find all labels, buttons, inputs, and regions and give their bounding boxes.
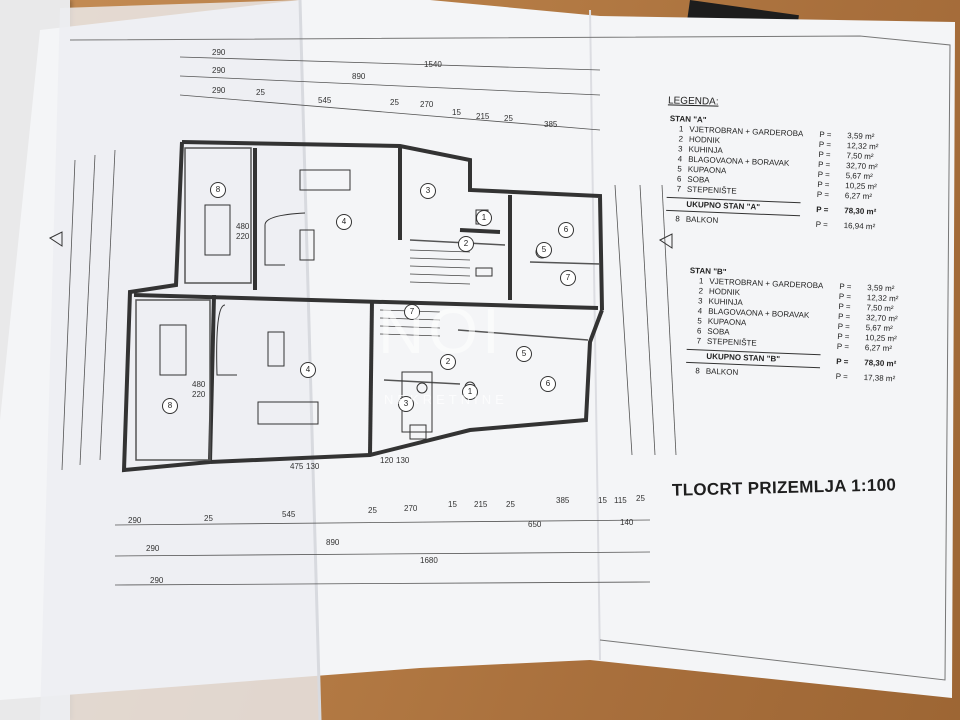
dim-top-3e: 270 [420, 100, 434, 109]
dim-top-3i: 385 [544, 120, 558, 129]
watermark-logo: NOI [378, 295, 504, 367]
dim-bottom-3b: 1680 [420, 556, 438, 565]
room-number: 8 [210, 182, 226, 198]
room-number: 1 [476, 210, 492, 226]
dim-top-3b: 25 [256, 88, 265, 97]
room-number: 2 [458, 236, 474, 252]
dim-side-3: 480 [192, 380, 206, 389]
dim-side-7: 120 [380, 456, 394, 465]
dim-top-1b: 1540 [424, 60, 442, 69]
legend-title: LEGENDA: [667, 95, 719, 108]
dim-side-1: 480 [236, 222, 250, 231]
room-number: 5 [536, 242, 552, 258]
dim-bottom-2a: 290 [146, 544, 160, 553]
dim-bottom-1i: 385 [556, 496, 570, 505]
room-number: 3 [398, 396, 414, 412]
room-number: 3 [420, 183, 436, 199]
dim-side-5: 475 [290, 462, 304, 471]
watermark-subtitle: NEKRETNINE [384, 392, 508, 407]
room-number: 4 [300, 362, 316, 378]
room-number: 2 [440, 354, 456, 370]
dim-top-3h: 25 [504, 114, 513, 123]
dim-top-2a: 290 [212, 66, 226, 75]
room-number: 4 [336, 214, 352, 230]
dim-top-2b: 890 [352, 72, 366, 81]
room-number: 1 [462, 384, 478, 400]
dim-top-3a: 290 [212, 86, 226, 95]
dim-bottom-1g: 215 [474, 500, 488, 509]
dim-bottom-2d: 140 [620, 518, 634, 527]
dim-bottom-1d: 25 [368, 506, 377, 515]
dim-bottom-3a: 290 [150, 576, 164, 585]
apartment-b-total: UKUPNO STAN "B"P =78,30 m² [686, 348, 896, 368]
room-number: 7 [404, 304, 420, 320]
room-number: 6 [558, 222, 574, 238]
room-number: 8 [162, 398, 178, 414]
underlying-sheet [0, 0, 70, 720]
dim-bottom-1l: 25 [636, 494, 645, 503]
dim-bottom-2b: 890 [326, 538, 340, 547]
dim-bottom-1j: 15 [598, 496, 607, 505]
device-brand: GRUNDIG [737, 18, 784, 34]
dim-bottom-1b: 25 [204, 514, 213, 523]
apartment-a-total: UKUPNO STAN "A"P =78,30 m² [666, 196, 876, 216]
room-number: 5 [516, 346, 532, 362]
dim-bottom-1c: 545 [282, 510, 296, 519]
dim-side-4: 220 [192, 390, 206, 399]
dim-side-8: 130 [396, 456, 410, 465]
dim-top-3c: 545 [318, 96, 332, 105]
room-number: 6 [540, 376, 556, 392]
dim-top-1a: 290 [212, 48, 226, 57]
dim-side-2: 220 [236, 232, 250, 241]
dim-bottom-1h: 25 [506, 500, 515, 509]
room-number: 7 [560, 270, 576, 286]
dim-top-3f: 15 [452, 108, 461, 117]
dim-bottom-1f: 15 [448, 500, 457, 509]
dim-top-3d: 25 [390, 98, 399, 107]
dim-bottom-1e: 270 [404, 504, 418, 513]
dim-side-6: 130 [306, 462, 320, 471]
dim-bottom-1a: 290 [128, 516, 142, 525]
dim-bottom-1k: 115 [614, 496, 627, 505]
dim-top-3g: 215 [476, 112, 490, 121]
dim-bottom-2c: 650 [528, 520, 542, 529]
